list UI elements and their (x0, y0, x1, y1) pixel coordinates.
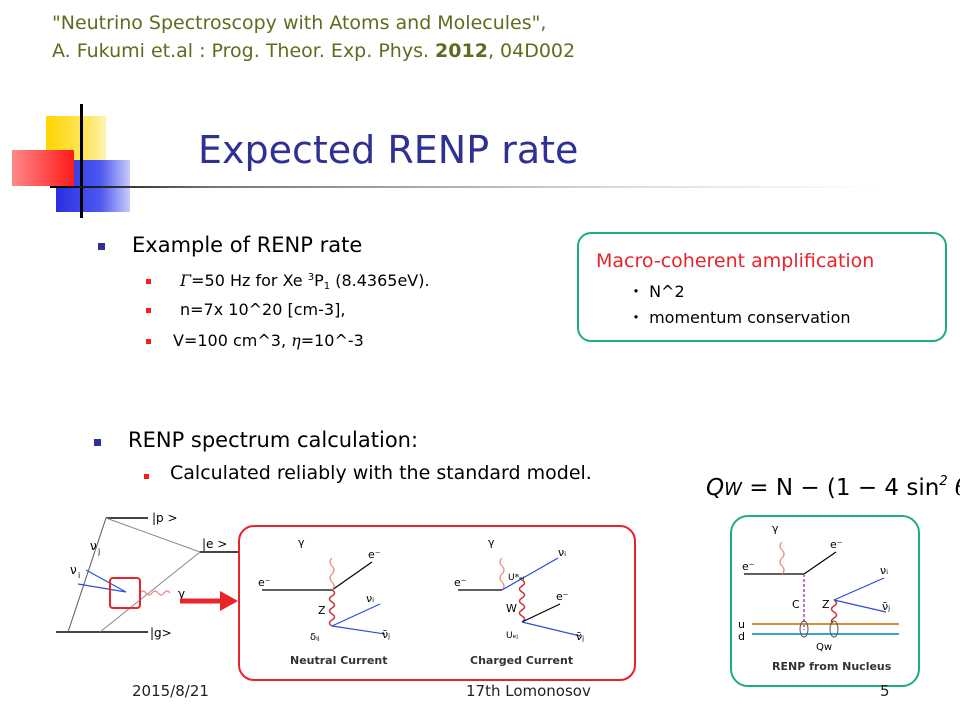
fd2-gamma-label: γ (488, 536, 495, 549)
feynman-diagrams: γ e⁻ e⁻ Z νᵢ ν̄ⱼ δᵢⱼ Neutral Current γ ν… (258, 536, 584, 667)
sub-bullet-marker (146, 279, 151, 284)
example-item-gamma: Γ=50 Hz for Xe 3P1 (8.4365eV). (180, 271, 430, 292)
nd-electron-in-label: e⁻ (742, 560, 755, 573)
fd-gamma-label: γ (298, 536, 305, 549)
page-number: 5 (880, 682, 890, 700)
transition-line (105, 517, 201, 553)
gamma-symbol: Γ (180, 271, 192, 290)
fd-electron-out-label: e⁻ (368, 548, 381, 561)
nd-d-label: d (738, 630, 745, 643)
nd-gamma-label: γ (772, 522, 779, 535)
example-item-density: n=7x 10^20 [cm-3], (180, 300, 346, 319)
footer-conference: 17th Lomonosov (466, 682, 591, 700)
neutrino-line (77, 583, 127, 593)
fd-nu-j-label: ν̄ⱼ (382, 628, 390, 641)
label-nu-j: ν (90, 539, 97, 553)
formula-theta: θ (948, 475, 960, 501)
charged-current-diagram: γ νᵢ e⁻ U*ₑᵢ W e⁻ ν̄ⱼ Uₑⱼ Charged Curren… (454, 536, 584, 667)
example-item-volume: V=100 cm^3, η=10^-3 (173, 331, 364, 350)
bullet-marker (94, 439, 101, 446)
reference-line-1: "Neutrino Spectroscopy with Atoms and Mo… (52, 12, 547, 34)
spectrum-heading: RENP spectrum calculation: (128, 428, 419, 452)
macro-coherent-box (577, 232, 947, 342)
fd2-nu-i-label: νᵢ (558, 546, 566, 559)
transition-line (99, 551, 201, 633)
nd-z-label: Z (822, 598, 830, 611)
spectrum-item: Calculated reliably with the standard mo… (170, 462, 592, 484)
footer-date: 2015/8/21 (132, 682, 209, 700)
formula-w: W (724, 479, 742, 500)
label-j-sub: j (97, 547, 100, 556)
label-nu-i: ν (70, 563, 77, 577)
fd-delta-label: δᵢⱼ (310, 632, 320, 643)
example-item-eta-value: =10^-3 (300, 331, 364, 350)
title-decoration-vertical-line (80, 104, 83, 218)
sub-bullet-marker (146, 339, 151, 344)
formula-q: Q (706, 475, 725, 501)
reference-journal: A. Fukumi et.al : Prog. Theor. Exp. Phys… (52, 40, 436, 62)
sub-bullet-marker (146, 308, 151, 313)
macro-item-n2: ・ N^2 (628, 282, 685, 301)
formula-body: = N − (1 − 4 sin (741, 475, 940, 501)
eta-symbol: η (291, 331, 301, 350)
transition-line (67, 517, 107, 633)
weak-charge-formula: QW = N − (1 − 4 sin2 θw)Z (706, 474, 960, 503)
reference-volume: , 04D002 (487, 40, 576, 62)
fd-electron-in-label: e⁻ (258, 576, 271, 589)
label-p: |p > (152, 511, 178, 525)
macro-item-momentum: ・ momentum conservation (628, 308, 851, 327)
nucleus-caption: RENP from Nucleus (772, 660, 892, 673)
photon-wave (139, 590, 171, 596)
neutral-current-diagram: γ e⁻ e⁻ Z νᵢ ν̄ⱼ δᵢⱼ Neutral Current (258, 536, 390, 667)
macro-coherent-title: Macro-coherent amplification (596, 250, 875, 272)
highlight-box (109, 577, 141, 609)
fd2-u-ej-label: Uₑⱼ (506, 631, 518, 641)
label-gamma: γ (178, 587, 185, 601)
fd2-nu-j-label: ν̄ⱼ (576, 630, 584, 643)
formula-sup: 2 (939, 474, 948, 489)
label-g: |g> (150, 626, 172, 640)
nd-c-label: C (792, 598, 800, 611)
term-superscript: 3 (307, 272, 315, 283)
title-underline (50, 186, 880, 188)
nd-u-label: u (738, 618, 745, 631)
label-i-sub: i (78, 571, 80, 580)
label-e: |e > (202, 537, 227, 551)
charged-current-caption: Charged Current (470, 654, 573, 667)
fd2-u-star-label: U*ₑᵢ (508, 573, 525, 583)
fd-nu-i-label: νᵢ (366, 592, 374, 605)
fd2-electron-in-label: e⁻ (454, 576, 467, 589)
slide-title: Expected RENP rate (198, 128, 579, 172)
reference-year: 2012 (435, 40, 488, 62)
fd2-w-label: W (506, 602, 517, 615)
nd-electron-out-label: e⁻ (830, 538, 843, 551)
term-letter: P (314, 271, 324, 290)
reference-line-2: A. Fukumi et.al : Prog. Theor. Exp. Phys… (52, 40, 575, 62)
example-item-gamma-text: =50 Hz for Xe (191, 271, 308, 290)
neutrino-line (85, 569, 127, 593)
bullet-marker (98, 243, 105, 250)
energy-level-diagram: |p > |e > |g> ν j ν i γ (56, 511, 238, 640)
nd-nu-i-label: νᵢ (880, 564, 888, 577)
sub-bullet-marker (144, 474, 149, 479)
term-subscript: 1 (323, 281, 331, 292)
nucleus-diagram: γ e⁻ e⁻ νᵢ ν̄ⱼ C Z u d Qw RENP from Nucl… (738, 522, 899, 673)
feynman-diagrams-box (238, 525, 636, 681)
example-item-gamma-energy: (8.4365eV). (330, 271, 430, 290)
fd-z-label: Z (318, 604, 326, 617)
title-decoration-red (12, 150, 74, 186)
fd2-electron-out-label: e⁻ (556, 590, 569, 603)
example-heading: Example of RENP rate (132, 233, 363, 257)
nd-nu-j-label: ν̄ⱼ (882, 600, 890, 613)
example-item-volume-text: V=100 cm^3, (173, 331, 292, 350)
neutral-current-caption: Neutral Current (290, 654, 388, 667)
nd-qw-label: Qw (816, 642, 832, 653)
nucleus-diagram-box (730, 515, 920, 687)
zoom-arrow-icon (180, 591, 238, 611)
